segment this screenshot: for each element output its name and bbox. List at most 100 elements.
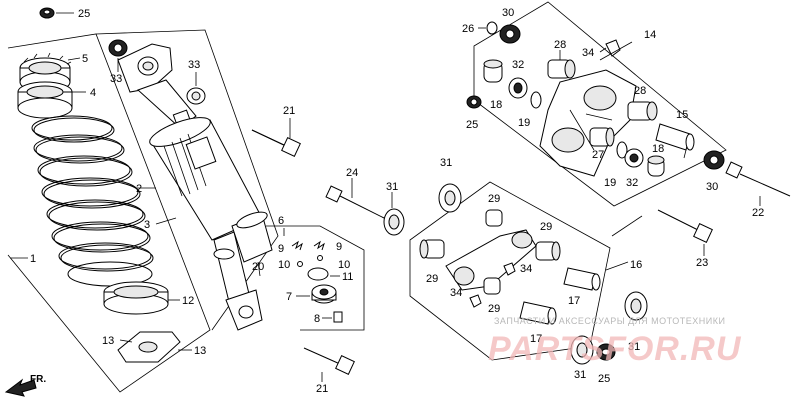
part-21-bolt-upper — [251, 118, 301, 157]
callout-9: 9 — [336, 241, 342, 253]
shock-arm-assembly-14 — [466, 1, 727, 207]
callout-12: 12 — [182, 295, 194, 307]
callout-33: 33 — [188, 59, 200, 71]
part-29-bushing-d — [483, 277, 501, 295]
part-20-reservoir — [231, 211, 273, 277]
part-11-o-ring — [307, 267, 340, 281]
callout-34: 34 — [582, 47, 594, 59]
part-29-bushing-c — [419, 239, 445, 259]
part-29-bushing-b — [535, 241, 561, 261]
part-10-ball-right — [317, 255, 323, 261]
watermark-brand: PARTSFOR.RU — [488, 330, 742, 368]
part-33-bearing-lower — [186, 72, 206, 105]
part-10-ball-left — [297, 261, 303, 267]
callout-5: 5 — [82, 53, 88, 65]
part-2-spring — [31, 115, 156, 287]
callout-21: 21 — [283, 105, 295, 117]
callout-18: 18 — [490, 99, 502, 111]
callout-labels: 25 5 4 2 3 1 12 13 13 33 33 21 6 9 9 10 … — [30, 7, 764, 395]
leader-lines — [10, 41, 687, 271]
callout-22: 22 — [752, 207, 764, 219]
part-7-adjuster — [296, 284, 337, 304]
part-30-bearing-top — [499, 24, 521, 44]
callout-34: 34 — [520, 263, 532, 275]
shock-link-assembly-16 — [409, 181, 611, 361]
part-25-nut-upper-right — [466, 95, 482, 109]
front-direction-arrow — [4, 378, 37, 397]
callout-14: 14 — [644, 29, 656, 41]
part-24-bolt — [325, 178, 385, 219]
callout-29: 29 — [488, 193, 500, 205]
part-31-bushing-mid — [383, 192, 405, 236]
watermark-caption: ЗАПЧАСТИ И АКСЕССУАРЫ ДЛЯ МОТОТЕХНИКИ — [494, 316, 725, 326]
part-21-bolt-lower — [303, 347, 355, 382]
callout-30: 30 — [502, 7, 514, 19]
callout-10: 10 — [338, 259, 350, 271]
callout-19: 19 — [604, 177, 616, 189]
callout-31: 31 — [628, 341, 640, 353]
callout-17: 17 — [530, 333, 542, 345]
callout-32: 32 — [512, 59, 524, 71]
part-34-grease-fitting-mid — [503, 262, 516, 276]
callout-16: 16 — [630, 259, 642, 271]
watermark: ЗАПЧАСТИ И АКСЕССУАРЫ ДЛЯ МОТОТЕХНИКИ PA… — [488, 316, 742, 368]
part-34-grease-fitting-upper — [599, 39, 621, 57]
callout-31: 31 — [574, 369, 586, 381]
part-23-bolt — [657, 209, 713, 256]
arm-outline-14 — [473, 1, 727, 207]
callout-28: 28 — [554, 39, 566, 51]
part-30-washer-lower — [703, 150, 725, 170]
part-33-bearing-upper — [108, 39, 128, 72]
callout-29: 29 — [426, 273, 438, 285]
part-26-seal — [478, 21, 498, 35]
part-12-spring-seat — [103, 281, 180, 315]
callout-25: 25 — [598, 373, 610, 385]
part-28-bushing-upper — [547, 50, 576, 79]
callout-18: 18 — [652, 143, 664, 155]
callout-34: 34 — [450, 287, 462, 299]
part-31-bushing-bottom — [570, 335, 594, 365]
callout-32: 32 — [626, 177, 638, 189]
callout-1: 1 — [30, 253, 36, 265]
callout-31: 31 — [386, 181, 398, 193]
callout-15: 15 — [676, 109, 688, 121]
part-32-bearing-lower — [624, 148, 644, 168]
part-19-circlip-lower — [616, 141, 628, 159]
part-31-bushing-left — [438, 183, 462, 213]
part-8-screw — [322, 311, 343, 323]
part-25-nut-top — [39, 7, 74, 19]
part-19-circlip-upper — [530, 91, 542, 109]
callout-26: 26 — [462, 23, 474, 35]
callout-28: 28 — [634, 85, 646, 97]
part-25-nut-bottom — [596, 343, 616, 361]
callout-13: 13 — [194, 345, 206, 357]
part-29-bushing-a — [485, 209, 503, 227]
front-direction-label: FR. — [30, 374, 46, 385]
part-32-bearing-upper — [508, 77, 528, 99]
callout-33: 33 — [110, 73, 122, 85]
callout-23: 23 — [696, 257, 708, 269]
part-4-adjuster-nut — [17, 81, 86, 119]
callout-9: 9 — [278, 243, 284, 255]
part-13-stopper-plate — [117, 331, 192, 363]
part-9-spring-left — [291, 240, 303, 251]
callout-29: 29 — [540, 221, 552, 233]
callout-29: 29 — [488, 303, 500, 315]
callout-17: 17 — [568, 295, 580, 307]
part-3-shock-body — [117, 43, 263, 331]
callout-2: 2 — [136, 183, 142, 195]
callout-21: 21 — [316, 383, 328, 395]
callout-4: 4 — [90, 87, 96, 99]
part-17-collar-upper — [563, 267, 601, 291]
callout-11: 11 — [342, 271, 353, 283]
assembly-outline-1 — [7, 33, 211, 393]
callout-6: 6 — [278, 215, 284, 227]
callout-24: 24 — [346, 167, 358, 179]
part-9-spring-right — [313, 240, 325, 251]
callout-19: 19 — [518, 117, 530, 129]
part-18-collar-upper — [483, 59, 503, 83]
callout-10: 10 — [278, 259, 290, 271]
callout-13: 13 — [102, 335, 114, 347]
callout-7: 7 — [286, 291, 292, 303]
part-22-bolt — [725, 161, 791, 206]
